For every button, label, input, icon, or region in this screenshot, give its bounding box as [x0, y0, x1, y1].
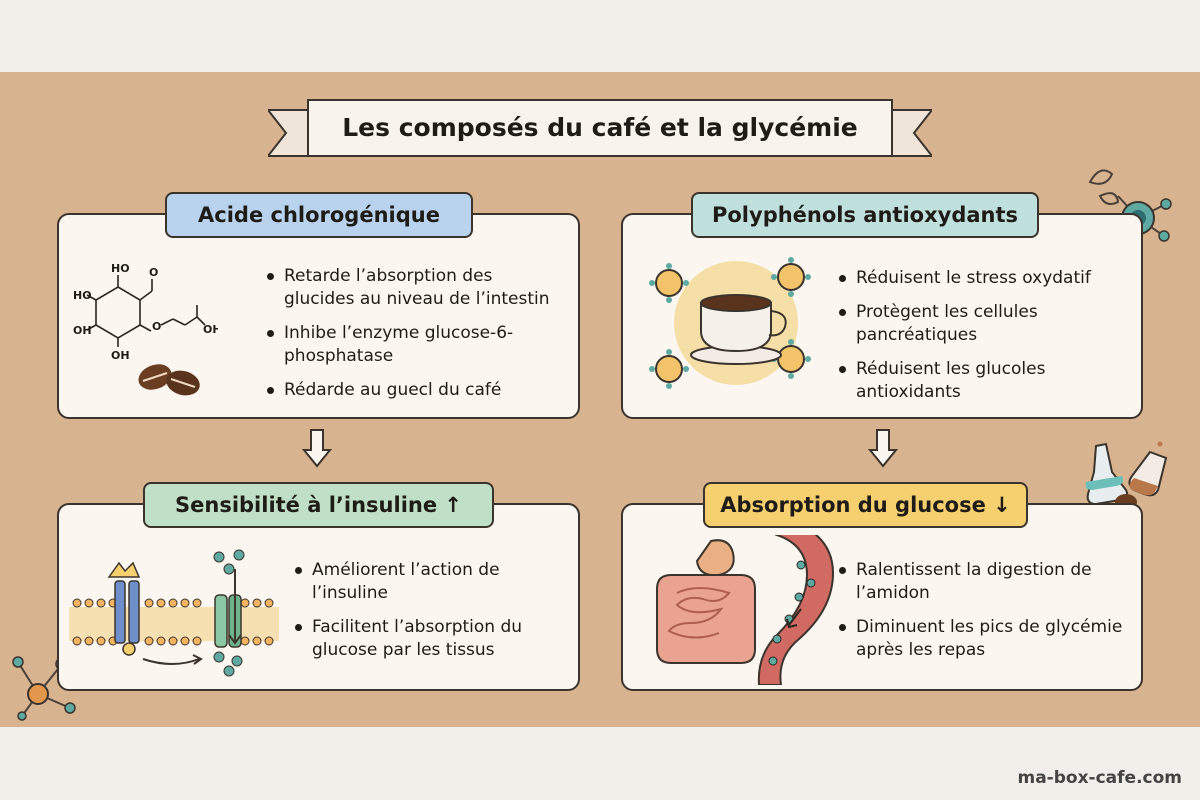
- flask-icon: [1085, 441, 1168, 510]
- tag-chlorogenic-acid: Acide chlorogénique: [165, 192, 473, 238]
- molecule-label: OH: [111, 349, 130, 362]
- molecule-label: HO: [111, 262, 130, 275]
- list-item: Réduisent le stress oxydatif: [839, 267, 1129, 290]
- list-item: Réduisent les glucoles antioxidants: [839, 358, 1129, 404]
- tag-glucose-absorption: Absorption du glucose ↓: [703, 482, 1028, 528]
- down-arrow-icon: [868, 429, 898, 468]
- tag-polyphenols: Polyphénols antioxydants: [691, 192, 1039, 238]
- chlorogenic-acid-molecule-icon: HO HO OH OH O O OH: [73, 262, 218, 396]
- molecule-icon-bottom-left: [12, 656, 76, 721]
- antioxidant-ring-icon: [649, 257, 811, 389]
- page-title: Les composés du café et la glycémie: [342, 112, 858, 142]
- coffee-cup-icon: [649, 257, 811, 389]
- down-arrow-icon: [302, 429, 332, 468]
- digestive-system-icon: [656, 535, 835, 685]
- molecule-label: O: [152, 320, 161, 333]
- card-polyphenols: Réduisent le stress oxydatif Protègent l…: [621, 213, 1143, 419]
- molecule-label: O: [149, 266, 158, 279]
- list-item: Rédarde au guecl du café: [267, 379, 567, 402]
- molecule-label: HO: [73, 289, 92, 302]
- coffee-beans-icon: [138, 364, 200, 396]
- list-item: Ralentissent la digestion de l’amidon: [839, 559, 1129, 605]
- bullet-list: Retarde l’absorption des glucides au niv…: [267, 265, 567, 413]
- molecule-label: OH: [73, 324, 92, 337]
- list-item: Protègent les cellules pancréatiques: [839, 301, 1129, 347]
- list-item: Retarde l’absorption des glucides au niv…: [267, 265, 567, 311]
- title-banner: [268, 99, 932, 157]
- card-chlorogenic-acid: HO HO OH OH O O OH Retarde l’absorption …: [57, 213, 580, 419]
- molecule-label: OH: [203, 323, 218, 336]
- tag-insulin-sensitivity: Sensibilité à l’insuline ↑: [143, 482, 494, 528]
- card-glucose-absorption: Ralentissent la digestion de l’amidon Di…: [621, 503, 1143, 691]
- bullet-list: Réduisent le stress oxydatif Protègent l…: [839, 267, 1129, 415]
- bullet-list: Améliorent l’action de l’insuline Facili…: [295, 559, 565, 673]
- bullet-list: Ralentissent la digestion de l’amidon Di…: [839, 559, 1129, 673]
- cell-membrane-icon: [69, 549, 279, 677]
- list-item: Diminuent les pics de glycémie après les…: [839, 616, 1129, 662]
- list-item: Facilitent l’absorption du glucose par l…: [295, 616, 565, 662]
- site-watermark: ma-box-cafe.com: [1017, 768, 1182, 788]
- list-item: Inhibe l’enzyme glucose-6-phosphatase: [267, 322, 567, 368]
- list-item: Améliorent l’action de l’insuline: [295, 559, 565, 605]
- card-insulin-sensitivity: Améliorent l’action de l’insuline Facili…: [57, 503, 580, 691]
